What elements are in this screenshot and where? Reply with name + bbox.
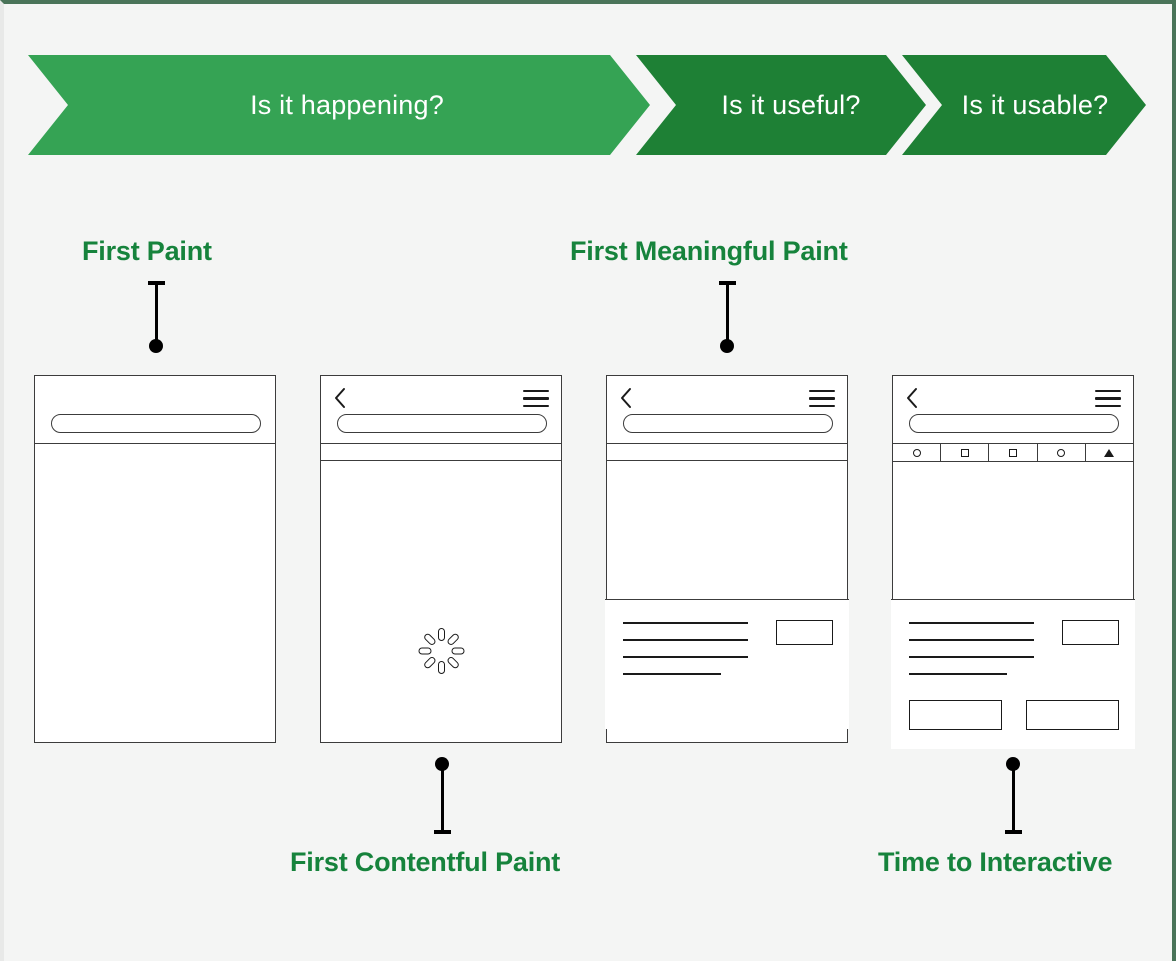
text-line [623,656,749,658]
menu-bar [523,390,549,393]
pointer-stem [726,284,729,341]
menu-bar [1095,404,1121,407]
url-bar-pill[interactable] [51,414,261,433]
text-line [623,673,721,675]
phone-frame-first-paint [34,375,276,743]
menu-bar [1095,397,1121,400]
spinner-segment [445,655,460,670]
square-icon [1009,448,1017,457]
circle-icon [912,448,921,457]
toolbar-cell[interactable] [893,444,942,461]
content-card [605,599,849,729]
metric-label-first-contentful-paint: First Contentful Paint [290,847,561,877]
progress-strip-band [321,444,561,461]
pointer-first-contentful-paint [431,757,453,837]
pointer-dot [720,339,734,353]
browser-chrome-header [893,376,1133,444]
back-chevron-icon[interactable] [619,387,633,409]
menu-bar [523,404,549,407]
toolbar-cell[interactable] [989,444,1038,461]
toolbar-cell[interactable] [941,444,990,461]
phone-frame-time-to-interactive [891,375,1135,749]
browser-chrome-header [35,376,275,444]
pointer-first-meaningful-paint [716,281,738,355]
text-placeholder-lines [909,622,1035,690]
progress-strip-band [607,444,847,461]
content-card [891,599,1135,749]
pointer-stem [441,769,444,831]
loading-spinner-icon [418,628,464,674]
app-icon-toolbar [893,444,1133,462]
back-chevron-icon[interactable] [905,387,919,409]
text-line [909,622,1035,624]
phase-label: Is it happening? [250,89,444,120]
toolbar-cell[interactable] [1086,444,1133,461]
menu-bar [1095,390,1121,393]
spinner-segment [422,632,437,647]
menu-bar [523,397,549,400]
toolbar-cell[interactable] [1038,444,1086,461]
metric-label-time-to-interactive: Time to Interactive [878,847,1113,877]
url-bar-pill[interactable] [623,414,833,433]
menu-bar [809,390,835,393]
menu-bar [809,404,835,407]
hamburger-menu-icon[interactable] [809,390,835,407]
pointer-dot [1006,757,1020,771]
cta-button-primary[interactable] [909,700,1003,730]
hamburger-menu-icon[interactable] [523,390,549,407]
spinner-segment [437,628,445,641]
text-placeholder-lines [623,622,749,690]
spinner-segment [437,661,445,674]
thumbnail-placeholder [1061,620,1119,645]
text-line [909,656,1035,658]
url-bar-pill[interactable] [337,414,547,433]
pointer-first-paint [145,281,167,355]
pointer-dot [435,757,449,771]
triangle-icon [1104,448,1115,457]
pointer-stem [155,284,158,341]
text-line [623,622,749,624]
text-line [909,639,1035,641]
circle-icon [1057,448,1066,457]
thumbnail-placeholder [775,620,833,645]
menu-bar [809,397,835,400]
phase-chevron-is-it-useful[interactable]: Is it useful? [636,55,926,155]
browser-chrome-header [321,376,561,444]
pointer-cap [719,281,736,285]
url-bar-pill[interactable] [909,414,1119,433]
square-icon [960,448,969,457]
text-line [909,673,1007,675]
phone-frame-first-meaningful-paint [605,375,849,743]
spinner-segment [418,647,431,655]
phase-chevron-is-it-happening[interactable]: Is it happening? [28,55,650,155]
text-line [623,639,749,641]
cta-button-row [909,700,1119,730]
phase-label: Is it usable? [961,89,1109,120]
phase-chevron-is-it-usable[interactable]: Is it usable? [902,55,1146,155]
pointer-cap [148,281,165,285]
spinner-segment [422,655,437,670]
pointer-time-to-interactive [1002,757,1024,837]
spinner-segment [451,647,464,655]
spinner-segment [445,632,460,647]
pointer-dot [149,339,163,353]
pointer-stem [1012,769,1015,831]
browser-chrome-header [607,376,847,444]
metric-label-first-meaningful-paint: First Meaningful Paint [570,236,848,266]
metric-label-first-paint: First Paint [82,236,212,266]
phase-chevron-band: Is it happening? Is it useful? Is it usa… [28,55,1146,155]
pointer-cap [434,830,451,834]
pointer-cap [1005,830,1022,834]
back-chevron-icon[interactable] [333,387,347,409]
phone-frame-first-contentful-paint [320,375,562,743]
phase-label: Is it useful? [721,89,861,120]
cta-button-secondary[interactable] [1025,700,1119,730]
hamburger-menu-icon[interactable] [1095,390,1121,407]
